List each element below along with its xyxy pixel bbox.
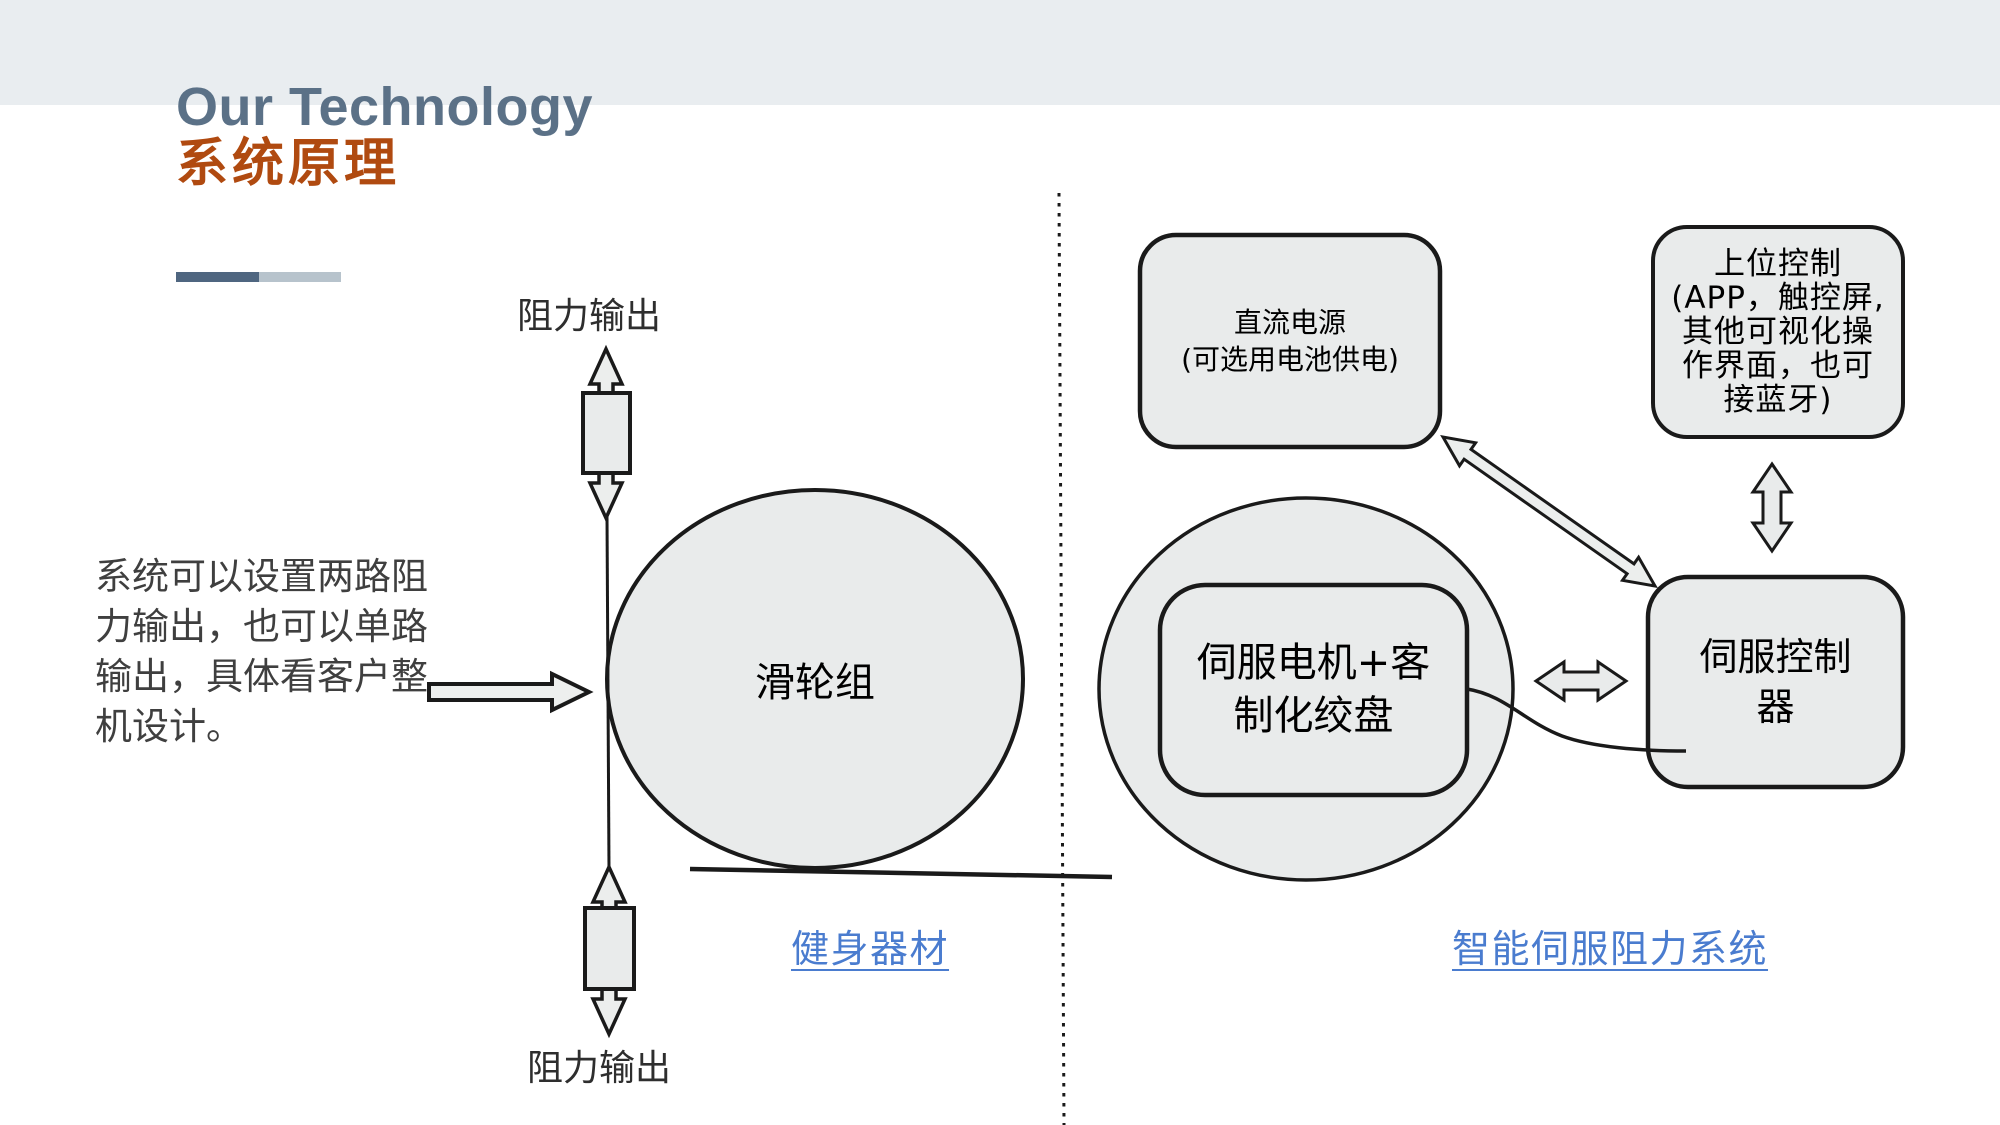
- resistance-block-top: [581, 391, 632, 475]
- servo-controller-box-label: 伺服控制 器: [1699, 635, 1852, 729]
- page-title-english: Our Technology: [176, 77, 594, 137]
- servo-resistance-system-link[interactable]: 智能伺服阻力系统: [1452, 927, 1769, 971]
- pulley-cable-vertical: [605, 515, 611, 870]
- motor-controller-arrow-icon: [1533, 659, 1629, 703]
- pulley-box-label: 滑轮组: [755, 660, 875, 706]
- host-controller-arrow-icon: [1750, 461, 1794, 554]
- resistance-output-label-top: 阻力输出: [517, 296, 662, 337]
- divider-dark-segment: [176, 272, 259, 282]
- section-dotted-divider: [1057, 192, 1066, 1125]
- servo-controller-box-shape: [1645, 574, 1906, 790]
- power-controller-arrow-icon: [1440, 434, 1658, 589]
- motor-controller-cable-curve: [1466, 687, 1687, 753]
- note-pointer-arrow-icon: [427, 670, 594, 714]
- servo-motor-box-label: 伺服电机+客 制化绞盘: [1196, 640, 1431, 739]
- divider-light-segment: [259, 272, 341, 282]
- resistance-output-label-bottom: 阻力输出: [527, 1048, 672, 1089]
- resistance-block-bottom: [583, 906, 636, 991]
- page-title-chinese: 系统原理: [176, 134, 401, 194]
- cable-line: [689, 866, 1113, 880]
- dc-power-box-label: 直流电源 (可选用电池供电): [1181, 306, 1399, 376]
- host-control-box-shape: [1651, 225, 1905, 439]
- dc-power-box-shape: [1137, 232, 1443, 450]
- title-divider: [176, 272, 341, 282]
- host-control-box-label: 上位控制 (APP，触控屏, 其他可视化操 作界面，也可 接蓝牙): [1671, 246, 1885, 418]
- note-text: 系统可以设置两路阻 力输出，也可以单路 输出，具体看客户整 机设计。: [95, 555, 428, 748]
- fitness-equipment-link[interactable]: 健身器材: [791, 927, 950, 971]
- header-band: [0, 0, 2000, 105]
